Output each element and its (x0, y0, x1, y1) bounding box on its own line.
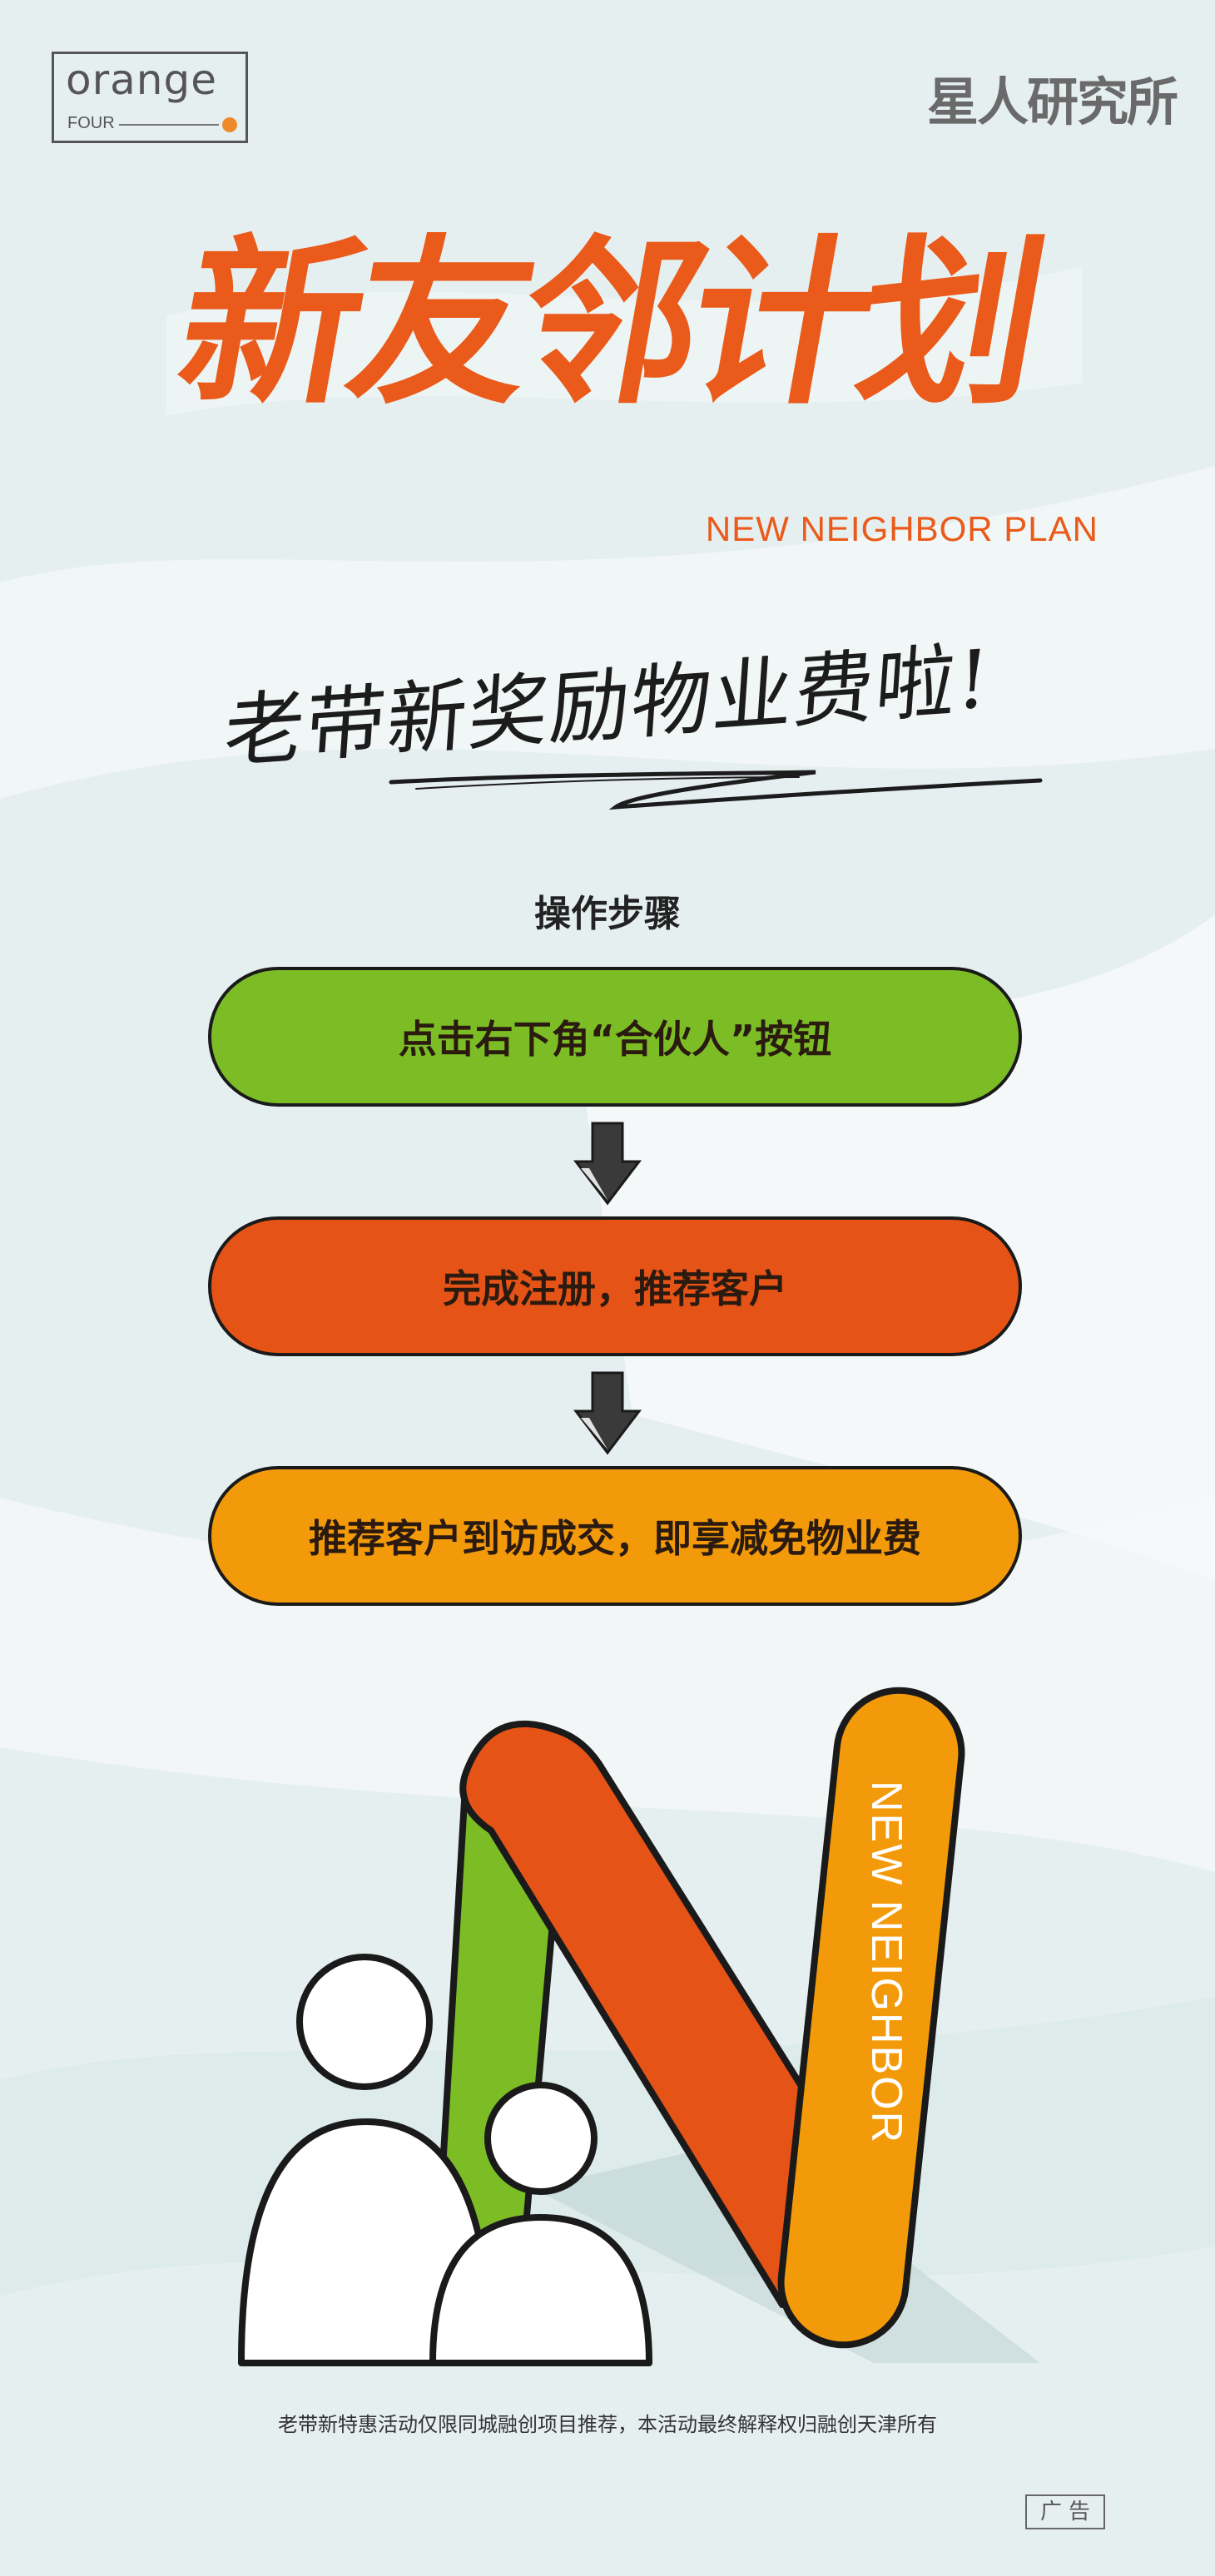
down-arrow-icon (573, 1122, 642, 1206)
logo-divider (119, 124, 219, 126)
step-3-label: 推荐客户到访成交，即享减免物业费 (309, 1516, 921, 1561)
orange-four-logo: orange FOUR (52, 52, 248, 143)
logo-dot-icon (222, 117, 237, 132)
step-1-pill: 点击右下角“合伙人”按钮 (208, 967, 1022, 1107)
logo-sub: FOUR (67, 114, 115, 132)
vertical-bar-text: NEW NEIGHBOR (862, 1781, 910, 2144)
new-neighbor-illustration: NEW NEIGHBOR (238, 1687, 1040, 2366)
step-2-pill: 完成注册，推荐客户 (208, 1216, 1022, 1356)
step-2-label: 完成注册，推荐客户 (443, 1266, 787, 1311)
steps-title: 操作步骤 (534, 893, 681, 935)
main-title-english: NEW NEIGHBOR PLAN (705, 509, 1098, 548)
underline-swoosh-icon (389, 770, 1043, 810)
brand-logo-text: 星人研究所 (926, 72, 1178, 132)
logo-word: orange (66, 56, 217, 104)
step-1-label: 点击右下角“合伙人”按钮 (398, 1017, 832, 1062)
disclaimer-text: 老带新特惠活动仅限同城融创项目推荐，本活动最终解释权归融创天津所有 (278, 2413, 937, 2436)
down-arrow-icon (573, 1371, 642, 1455)
step-3-pill: 推荐客户到访成交，即享减免物业费 (208, 1466, 1022, 1606)
ad-tag: 广告 (1025, 2494, 1105, 2529)
main-title: 新友邻计划 (164, 220, 1051, 429)
